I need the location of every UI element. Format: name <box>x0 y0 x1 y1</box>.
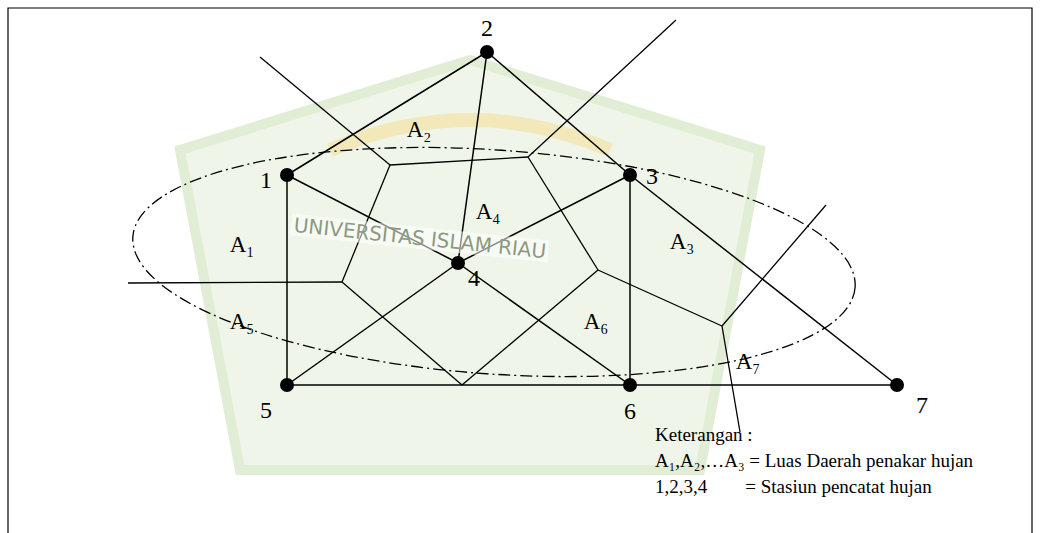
watermark-arc <box>330 120 610 150</box>
legend-note: Keterangan : <box>655 425 753 446</box>
station-number: 3 <box>646 163 658 189</box>
area-label: A₆ <box>584 309 609 334</box>
catchment-boundary <box>125 125 863 399</box>
station-number: 6 <box>624 398 636 424</box>
triangulation <box>287 52 897 385</box>
thiessen-polygons <box>128 20 826 432</box>
area-label: A₇ <box>736 349 761 374</box>
station-number: 5 <box>260 397 272 423</box>
frame <box>8 8 1032 533</box>
station-number: 2 <box>481 15 493 41</box>
station-number: 7 <box>916 392 928 418</box>
legend-note: A₁,A₂,…A₃ = Luas Daerah penakar hujan <box>655 451 973 472</box>
watermark-shield <box>180 60 760 470</box>
area-label: A₅ <box>230 309 255 334</box>
area-label: A₃ <box>670 229 695 254</box>
area-label: A₄ <box>476 199 501 224</box>
area-label: A₁ <box>230 232 255 257</box>
legend-note: 1,2,3,4 = Stasiun pencatat hujan <box>655 477 932 498</box>
area-label: A₂ <box>407 117 432 142</box>
rain-stations <box>280 45 904 392</box>
station-number: 4 <box>468 265 480 291</box>
station-number: 1 <box>260 167 272 193</box>
